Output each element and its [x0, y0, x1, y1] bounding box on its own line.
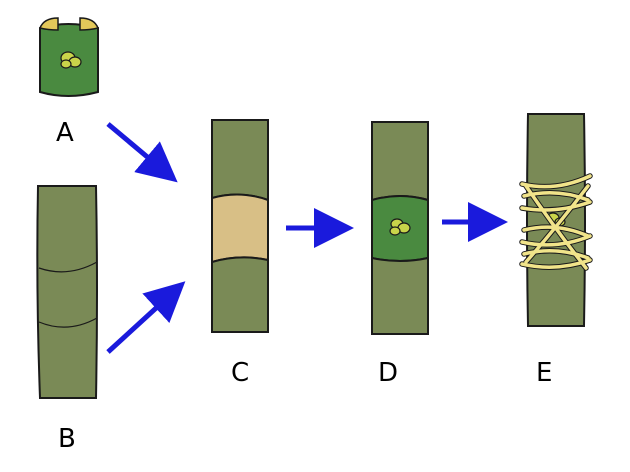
bark-patch-a [38, 17, 100, 97]
bud-icon [389, 218, 411, 236]
arrow-icon [106, 122, 178, 183]
grafting-tape-wrap [519, 173, 593, 271]
bud-icon [60, 51, 82, 69]
wrapped-stem-e [519, 113, 593, 327]
rootstock-stem-b [36, 185, 98, 399]
label-b: B [58, 424, 76, 454]
label-e: E [536, 358, 553, 388]
label-d: D [378, 358, 399, 388]
prepared-stem-c [211, 119, 269, 333]
grafted-stem-d [371, 121, 429, 335]
arrow-icon [106, 281, 186, 354]
label-a: A [56, 118, 74, 148]
label-c: C [231, 358, 250, 388]
